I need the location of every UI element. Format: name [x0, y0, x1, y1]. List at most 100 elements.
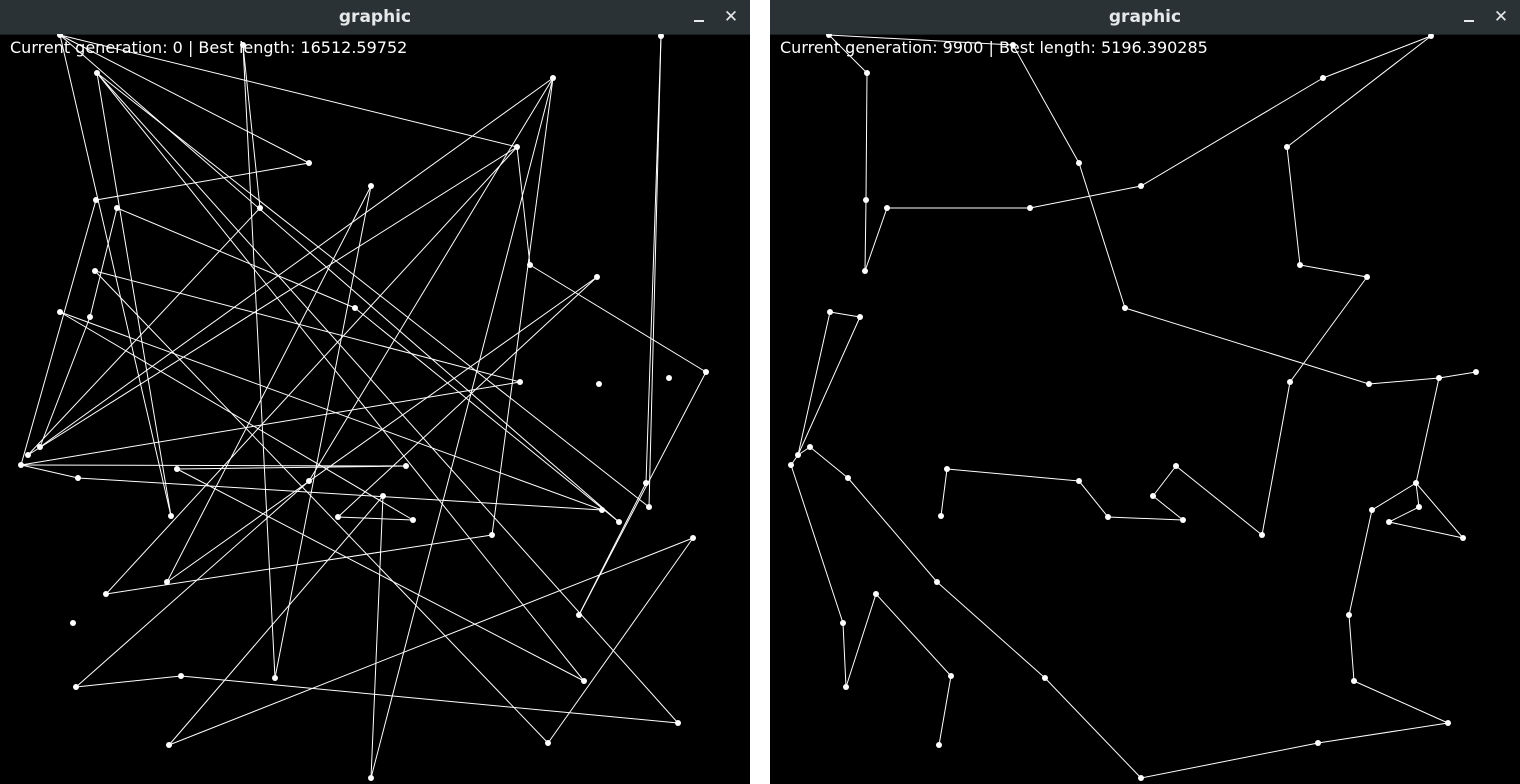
city-point: [1460, 535, 1466, 541]
separator: |: [182, 38, 199, 57]
tour-edge: [59, 311, 603, 511]
city-point: [616, 519, 622, 525]
city-point: [114, 205, 120, 211]
city-point: [1027, 205, 1033, 211]
city-point: [489, 532, 495, 538]
city-point: [545, 740, 551, 746]
tour-edge: [116, 207, 356, 309]
status-text: Current generation: 0 | Best length: 165…: [10, 38, 407, 58]
city-point: [581, 678, 587, 684]
city-point: [306, 478, 312, 484]
titlebar[interactable]: graphic ✕: [770, 0, 1520, 35]
tour-edge: [940, 468, 948, 517]
best-length-label: Best length:: [998, 38, 1101, 57]
tour-edge: [89, 207, 118, 318]
close-icon: ✕: [1493, 7, 1509, 27]
tour-edge: [578, 371, 707, 616]
city-point: [240, 42, 246, 48]
city-point: [57, 309, 63, 315]
tour-edge: [337, 516, 414, 521]
city-point: [1413, 480, 1419, 486]
city-point: [1042, 675, 1048, 681]
city-point: [936, 742, 942, 748]
window-title: graphic: [1108, 7, 1182, 27]
city-point: [1436, 375, 1442, 381]
tour-edge: [96, 72, 585, 682]
city-point: [87, 314, 93, 320]
tour-edge: [936, 581, 1046, 679]
city-point: [380, 493, 386, 499]
tour-edge: [1078, 162, 1126, 309]
tour-edge: [1175, 465, 1263, 536]
tour-edge: [59, 34, 310, 164]
city-point: [1284, 144, 1290, 150]
tour-edge: [370, 495, 384, 779]
city-point: [168, 513, 174, 519]
city-point: [1010, 42, 1016, 48]
tour-edge: [1353, 680, 1449, 724]
city-point: [257, 205, 263, 211]
minimize-icon: [694, 20, 704, 22]
tour-edge: [242, 44, 276, 679]
tour-edge: [1348, 509, 1373, 616]
city-point: [57, 34, 63, 38]
city-point: [178, 673, 184, 679]
tour-edge: [168, 495, 384, 746]
window-right: graphic ✕ Current generation: 9900 | Bes…: [770, 0, 1520, 784]
city-point: [1351, 678, 1357, 684]
tour-edge: [59, 34, 518, 148]
tour-edge: [168, 537, 694, 746]
minimize-button[interactable]: [688, 5, 710, 29]
tour-edge: [59, 34, 172, 517]
city-point: [517, 379, 523, 385]
city-point: [845, 475, 851, 481]
tour-canvas: [18, 34, 709, 781]
city-point: [70, 620, 76, 626]
city-point: [1076, 160, 1082, 166]
close-icon: ✕: [723, 7, 739, 27]
city-point: [1076, 478, 1082, 484]
close-button[interactable]: ✕: [720, 5, 742, 29]
tour-edge: [1029, 185, 1142, 209]
tour-edge: [645, 35, 662, 484]
best-length-value: 16512.59752: [300, 38, 408, 57]
city-point: [73, 684, 79, 690]
tour-edge: [1140, 742, 1319, 779]
tour-edge: [865, 72, 868, 201]
city-point: [807, 444, 813, 450]
tour-edge: [96, 72, 172, 517]
tour-edge: [1317, 722, 1449, 744]
city-point: [646, 504, 652, 510]
tour-edge: [547, 537, 694, 744]
minimize-button[interactable]: [1458, 5, 1480, 29]
city-point: [944, 466, 950, 472]
city-point: [934, 579, 940, 585]
tour-edge: [95, 162, 310, 201]
tour-edge: [847, 477, 938, 583]
tour-edge: [75, 480, 310, 688]
tour-edge: [1286, 146, 1301, 266]
titlebar[interactable]: graphic ✕: [0, 0, 750, 35]
city-point: [166, 742, 172, 748]
close-button[interactable]: ✕: [1490, 5, 1512, 29]
tour-edge: [337, 276, 598, 518]
tour-edge: [77, 477, 603, 511]
city-point: [862, 268, 868, 274]
city-point: [527, 262, 533, 268]
tour-edge: [828, 34, 1014, 46]
status-text: Current generation: 9900 | Best length: …: [780, 38, 1208, 58]
tour-edge: [94, 270, 521, 383]
window-left: graphic ✕ Current generation: 0 | Best l…: [0, 0, 750, 784]
city-point: [1428, 34, 1434, 39]
tour-edge: [166, 185, 372, 583]
tour-edge: [39, 77, 554, 448]
tour-edge: [1289, 276, 1368, 383]
tour-edge: [648, 35, 662, 508]
city-point: [335, 514, 341, 520]
city-point: [1259, 532, 1265, 538]
tour-edge: [845, 593, 877, 688]
city-point: [550, 75, 556, 81]
best-length-value: 5196.390285: [1100, 38, 1208, 57]
city-point: [103, 591, 109, 597]
city-point: [1386, 519, 1392, 525]
